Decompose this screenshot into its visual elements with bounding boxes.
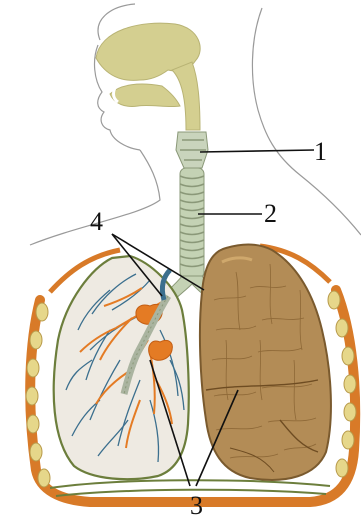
larynx	[176, 132, 208, 168]
nasal-cavity	[96, 23, 200, 130]
label-1: 1	[314, 137, 327, 166]
label-4: 4	[90, 207, 103, 236]
label-3: 3	[190, 491, 203, 520]
left-lung	[54, 256, 189, 479]
label-2: 2	[264, 199, 277, 228]
right-lung	[200, 245, 331, 480]
